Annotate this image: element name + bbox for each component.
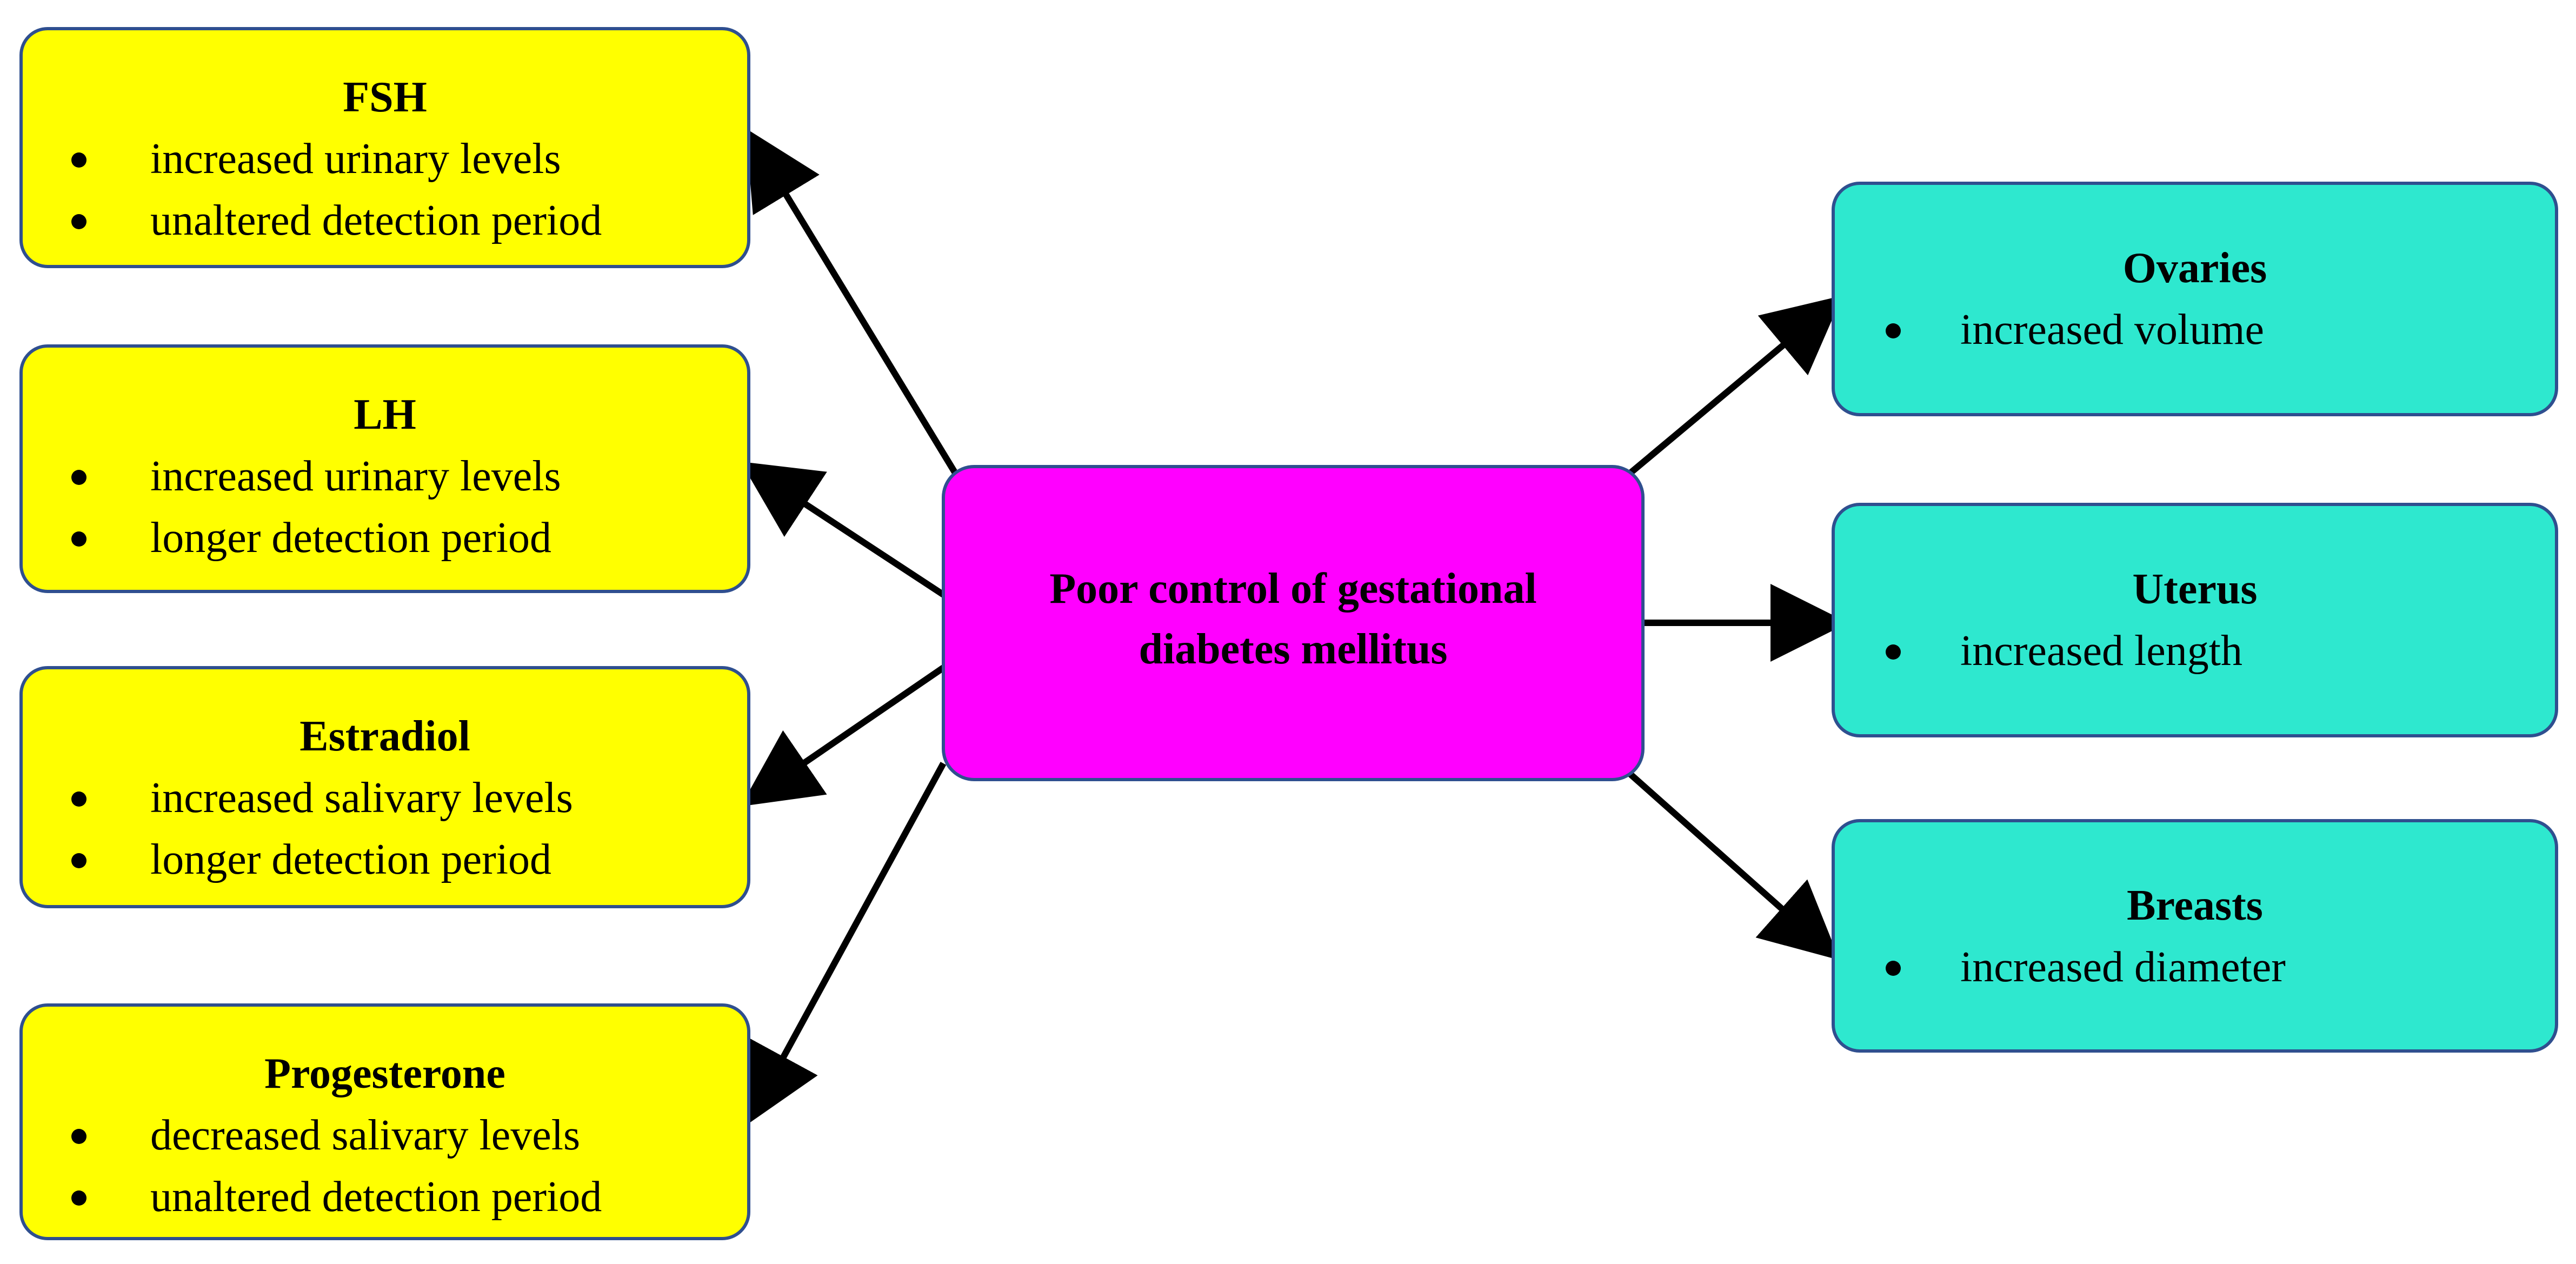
hormone-box-fsh: FSH increased urinary levels unaltered d…: [19, 27, 750, 268]
hormone-finding: unaltered detection period: [150, 197, 602, 244]
bullet-icon: [71, 791, 86, 807]
hormone-box-estradiol: Estradiol increased salivary levels long…: [19, 666, 750, 908]
bullet-icon: [1886, 323, 1901, 338]
bullet-icon: [71, 853, 86, 868]
central-condition-label: Poor control of gestational diabetes mel…: [980, 558, 1607, 680]
bullet-icon: [1886, 644, 1901, 660]
hormone-title: Estradiol: [299, 713, 470, 760]
bullet-icon: [1886, 961, 1901, 976]
bullet-icon: [71, 531, 86, 547]
organ-finding: increased length: [1960, 627, 2242, 675]
central-condition-box: Poor control of gestational diabetes mel…: [942, 465, 1645, 781]
organ-finding: increased diameter: [1960, 943, 2286, 991]
organ-box-uterus: Uterus increased length: [1832, 503, 2558, 737]
hormone-box-lh: LH increased urinary levels longer detec…: [19, 344, 750, 593]
bullet-icon: [71, 214, 86, 229]
hormone-finding: decreased salivary levels: [150, 1112, 581, 1159]
hormone-finding: increased salivary levels: [150, 774, 573, 822]
hormone-finding: longer detection period: [150, 514, 551, 562]
central-condition-line-1: Poor control of gestational: [1049, 564, 1537, 613]
arrow-to-breasts: [1620, 764, 1840, 960]
bullet-icon: [71, 1190, 86, 1206]
hormone-box-progesterone: Progesterone decreased salivary levels u…: [19, 1003, 750, 1240]
hormone-finding: unaltered detection period: [150, 1173, 602, 1221]
arrow-to-fsh: [745, 128, 960, 478]
bullet-icon: [71, 152, 86, 168]
bullet-icon: [71, 1129, 86, 1144]
bullet-icon: [71, 470, 86, 485]
arrow-to-estradiol: [741, 665, 946, 807]
hormone-title: Progesterone: [264, 1050, 505, 1097]
organ-title: Uterus: [2132, 566, 2258, 613]
organ-title: Breasts: [2127, 882, 2263, 929]
hormone-finding: increased urinary levels: [150, 135, 561, 183]
central-condition-line-2: diabetes mellitus: [1139, 625, 1448, 673]
hormone-title: FSH: [343, 74, 427, 121]
arrow-to-progesterone: [746, 762, 947, 1126]
organ-box-ovaries: Ovaries increased volume: [1832, 182, 2558, 416]
hormone-finding: longer detection period: [150, 836, 551, 883]
arrow-to-lh: [740, 461, 946, 598]
organ-title: Ovaries: [2122, 244, 2267, 292]
hormone-title: LH: [354, 391, 416, 438]
arrow-to-ovaries: [1620, 295, 1843, 483]
organ-finding: increased volume: [1960, 306, 2264, 354]
hormone-finding: increased urinary levels: [150, 453, 561, 500]
organ-box-breasts: Breasts increased diameter: [1832, 819, 2558, 1053]
